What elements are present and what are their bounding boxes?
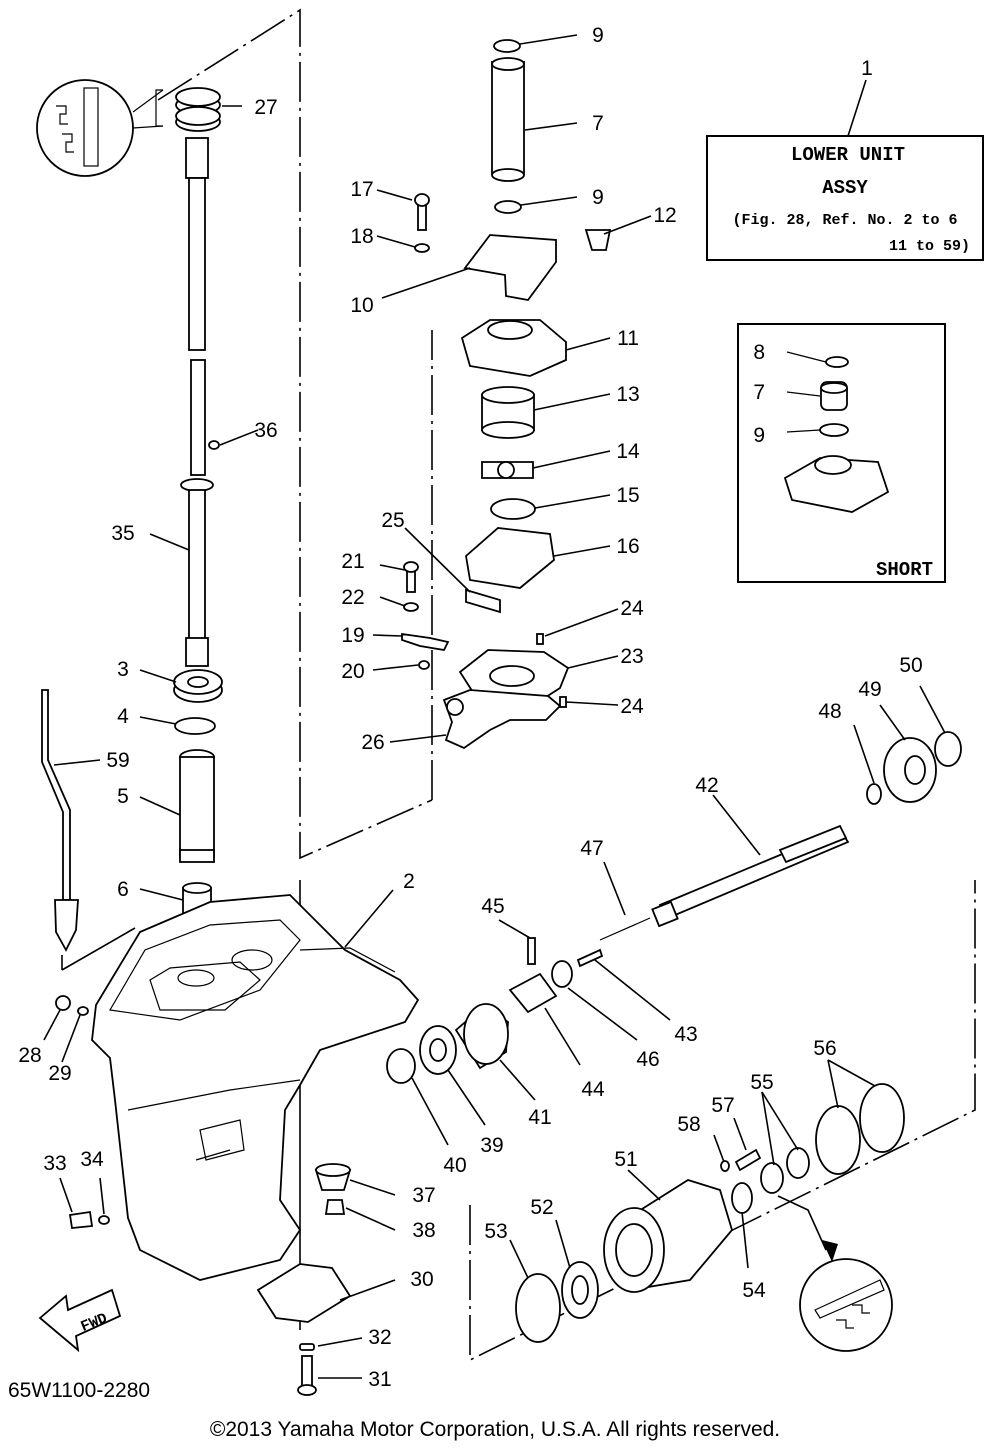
callout-30: 30 bbox=[410, 1268, 433, 1291]
callout-29: 29 bbox=[48, 1062, 71, 1085]
callout-37: 37 bbox=[412, 1184, 435, 1207]
callout-45: 45 bbox=[481, 895, 504, 918]
callout-32: 32 bbox=[368, 1326, 391, 1349]
water-pump-stack bbox=[401, 39, 612, 750]
leader-lines bbox=[43, 34, 946, 1379]
assy-line-2: ASSY bbox=[822, 177, 868, 199]
callout-39: 39 bbox=[480, 1134, 503, 1157]
callout-9-lower: 9 bbox=[592, 186, 604, 209]
callout-34: 34 bbox=[80, 1148, 104, 1171]
callout-26: 26 bbox=[361, 731, 384, 754]
callout-38: 38 bbox=[412, 1219, 435, 1242]
assy-line-3: (Fig. 28, Ref. No. 2 to 6 bbox=[732, 212, 957, 229]
callout-25: 25 bbox=[381, 509, 404, 532]
callout-1: 1 bbox=[861, 57, 873, 80]
callout-20: 20 bbox=[341, 660, 364, 683]
short-label-8: 8 bbox=[753, 341, 765, 364]
callout-14: 14 bbox=[616, 440, 640, 463]
callout-46: 46 bbox=[636, 1048, 659, 1071]
callout-15: 15 bbox=[616, 484, 639, 507]
callout-54: 54 bbox=[742, 1279, 766, 1302]
callout-13: 13 bbox=[616, 383, 639, 406]
callout-51: 51 bbox=[614, 1148, 637, 1171]
callout-57: 57 bbox=[711, 1094, 734, 1117]
callout-10: 10 bbox=[350, 294, 373, 317]
callout-2: 2 bbox=[403, 870, 415, 893]
shift-rod bbox=[41, 689, 79, 952]
callout-59: 59 bbox=[106, 749, 129, 772]
callout-19: 19 bbox=[341, 624, 364, 647]
callout-21: 21 bbox=[341, 550, 364, 573]
callout-47: 47 bbox=[580, 837, 603, 860]
callout-23: 23 bbox=[620, 645, 643, 668]
callout-53: 53 bbox=[484, 1220, 507, 1243]
callout-9-top: 9 bbox=[592, 24, 604, 47]
callout-labels: 1 2 3 4 5 6 7 9 9 10 11 12 13 14 15 16 1… bbox=[18, 24, 922, 1391]
callout-16: 16 bbox=[616, 535, 639, 558]
callout-18: 18 bbox=[350, 225, 373, 248]
callout-3: 3 bbox=[117, 658, 129, 681]
short-label-7: 7 bbox=[753, 381, 765, 404]
copyright-notice: ©2013 Yamaha Motor Corporation, U.S.A. A… bbox=[210, 1418, 780, 1441]
assy-line-1: LOWER UNIT bbox=[791, 144, 905, 166]
callout-24-upper: 24 bbox=[620, 597, 644, 620]
callout-5: 5 bbox=[117, 785, 129, 808]
callout-4: 4 bbox=[117, 705, 129, 728]
callout-52: 52 bbox=[530, 1196, 553, 1219]
propeller-shaft-assembly bbox=[386, 731, 962, 1084]
callout-43: 43 bbox=[674, 1023, 697, 1046]
callout-49: 49 bbox=[858, 678, 881, 701]
callout-48: 48 bbox=[818, 700, 841, 723]
callout-33: 33 bbox=[43, 1152, 66, 1175]
pinion-assembly bbox=[256, 1163, 352, 1396]
callout-28: 28 bbox=[18, 1044, 41, 1067]
short-inset-box: SHORT 8 7 9 bbox=[737, 323, 946, 583]
drive-shaft-assembly bbox=[36, 79, 223, 919]
callout-17: 17 bbox=[350, 178, 373, 201]
assy-line-4: 11 to 59) bbox=[889, 238, 970, 255]
callout-31: 31 bbox=[368, 1368, 391, 1391]
callout-55: 55 bbox=[750, 1071, 773, 1094]
callout-22: 22 bbox=[341, 586, 364, 609]
callout-11: 11 bbox=[617, 327, 639, 350]
diagram-code: 65W1100-2280 bbox=[8, 1379, 150, 1402]
callout-42: 42 bbox=[695, 774, 718, 797]
callout-27: 27 bbox=[254, 96, 277, 119]
bearing-housing-group bbox=[515, 1083, 905, 1352]
callout-58: 58 bbox=[677, 1113, 700, 1136]
callout-56: 56 bbox=[813, 1037, 836, 1060]
callout-40: 40 bbox=[443, 1154, 466, 1177]
callout-7: 7 bbox=[592, 112, 604, 135]
short-title: SHORT bbox=[876, 559, 933, 581]
callout-44: 44 bbox=[581, 1078, 605, 1101]
callout-41: 41 bbox=[528, 1106, 551, 1129]
callout-35: 35 bbox=[111, 522, 134, 545]
callout-24-lower: 24 bbox=[620, 695, 644, 718]
fwd-arrow: FWD bbox=[38, 1288, 122, 1353]
callout-36: 36 bbox=[254, 419, 277, 442]
callout-50: 50 bbox=[899, 654, 922, 677]
short-label-9: 9 bbox=[753, 424, 765, 447]
lower-case bbox=[55, 894, 420, 1281]
lower-unit-assy-box: LOWER UNIT ASSY (Fig. 28, Ref. No. 2 to … bbox=[706, 79, 984, 261]
callout-12: 12 bbox=[653, 204, 676, 227]
callout-6: 6 bbox=[117, 878, 129, 901]
